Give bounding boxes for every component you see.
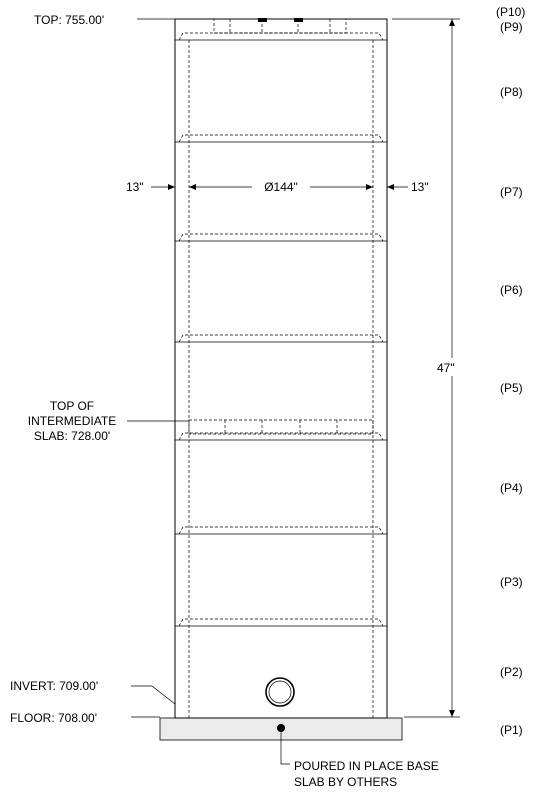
section-label-p2: (P2) [500,665,523,679]
base-slab-marker [277,724,285,732]
invert-pipe-outer [265,677,295,707]
joint-profiles [178,32,384,627]
height-arrow-top [449,19,455,26]
cover-bolt [294,18,303,22]
base-slab-label-line1: POURED IN PLACE BASE [294,759,439,773]
wall-right-arrow [387,184,394,190]
riser-joints [175,39,387,627]
joint-profile [178,432,384,441]
shaft-outer-wall [174,18,388,719]
joint-profile [178,526,384,535]
floor-elevation-label: FLOOR: 708.00' [10,711,97,725]
intermediate-slab-label-line1: TOP OF [50,399,94,413]
intermediate-slab-outline [188,419,374,435]
diameter-arrow-right [366,184,373,190]
invert-leader [131,685,176,705]
intermediate-slab [188,419,374,435]
diameter-arrow-left [189,184,196,190]
joint-profile [178,134,384,143]
invert-elevation-label: INVERT: 709.00' [10,679,98,693]
height-label: 47" [437,361,455,375]
section-label-p4: (P4) [500,481,523,495]
intermediate-slab-label-line3: SLAB: 728.00' [34,429,110,443]
joint-profile [178,618,384,627]
section-label-p6: (P6) [500,283,523,297]
invert-pipe-inner [268,680,292,704]
intermediate-slab-label-line2: INTERMEDIATE [28,414,116,428]
section-label-p1: (P1) [500,723,523,737]
section-label-p9: (P9) [500,20,523,34]
base-slab-leader [280,732,290,765]
joint-profile [178,32,384,41]
base-slab-label-line2: SLAB BY OTHERS [294,775,397,789]
section-label-p8: (P8) [500,85,523,99]
cover-frame [213,18,347,34]
top-elevation-label: TOP: 755.00' [34,13,104,27]
joint-profile [178,334,384,343]
section-label-p5: (P5) [500,381,523,395]
top-cover-detail [213,18,347,34]
wall-left-arrow [168,184,175,190]
section-label-p7: (P7) [500,185,523,199]
diameter-label: Ø144" [264,180,298,194]
cover-bolt [258,18,267,22]
section-label-p3: (P3) [500,575,523,589]
section-label-p10: (P10) [496,5,525,19]
wall-thickness-right: 13" [411,180,429,194]
joint-profile [178,233,384,242]
height-arrow-bottom [449,710,455,717]
wall-thickness-left: 13" [126,180,144,194]
